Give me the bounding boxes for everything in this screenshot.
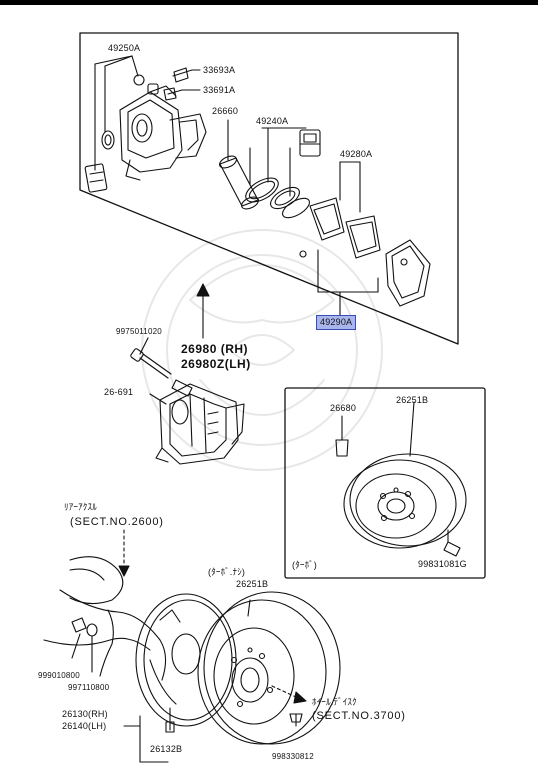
label-999010800: 999010800 — [38, 671, 80, 680]
wheel-disc-note-jp: ﾎｲｰﾙ.ﾃﾞｲｽｸ — [312, 697, 357, 707]
bleeder-screw — [163, 67, 193, 101]
label-49240A: 49240A — [256, 116, 289, 126]
header-rule — [0, 0, 538, 5]
turbo-inset-box — [284, 387, 486, 579]
lug-nut-999010800 — [71, 617, 87, 633]
wheel-disc-sect-ref[interactable]: (SECT.NO.3700) — [312, 710, 406, 722]
label-26132B: 26132B — [150, 744, 183, 754]
watermark-logo — [141, 229, 383, 471]
hub-bolt-turbo — [443, 529, 461, 557]
seal-kit-pad — [299, 129, 321, 157]
hub-bolt-26132B — [165, 707, 175, 733]
turbo-inset-note: (ﾀｰﾎﾞ) — [292, 560, 317, 570]
non-turbo-note: (ﾀｰﾎﾞ.ﾅｼ) — [208, 567, 246, 577]
leader-26251B-bottom — [247, 599, 251, 617]
turbo-rotor — [343, 453, 467, 549]
slide-pin-bolt — [130, 337, 193, 397]
rotor-screw-998330812 — [289, 713, 303, 727]
label-26251B-non-turbo: 26251B — [236, 579, 269, 589]
rear-axle-note-jp: ﾘｱｰｱｸｽﾙ — [64, 502, 97, 512]
label-26680: 26680 — [330, 403, 357, 413]
rear-rotor — [197, 591, 341, 745]
label-26251B-turbo: 26251B — [396, 395, 429, 405]
washer-997110800 — [86, 623, 98, 637]
label-26980-rh: 26980 (RH) — [181, 342, 249, 356]
label-49290A[interactable]: 49290A — [316, 315, 357, 330]
leader-26691 — [149, 393, 167, 405]
wheel-disc-arrow — [271, 685, 307, 704]
leader-49250A — [94, 55, 139, 171]
leader-49290A — [317, 249, 379, 317]
leader-49280A — [339, 161, 361, 213]
bleeder-cap — [133, 74, 145, 86]
rotor-screw-turbo — [335, 415, 349, 457]
assembly-arrow — [196, 283, 210, 339]
leader-49240A — [249, 127, 307, 197]
label-9975011020: 9975011020 — [116, 327, 162, 336]
label-998330812: 998330812 — [272, 752, 314, 761]
caliper-exploded-panel — [79, 32, 459, 345]
caliper-assembly — [155, 383, 245, 465]
retaining-ring — [281, 197, 311, 219]
pad-clip — [299, 250, 307, 258]
label-33691A: 33691A — [203, 85, 236, 95]
backing-plate — [135, 593, 237, 727]
pin-boot — [84, 163, 108, 193]
piston — [219, 155, 259, 210]
rear-axle-sect-ref[interactable]: (SECT.NO.2600) — [70, 516, 164, 528]
label-26140-lh: 26140(LH) — [62, 721, 107, 731]
label-99831081G: 99831081G — [418, 559, 467, 569]
label-49280A: 49280A — [340, 149, 373, 159]
anti-squeal-shim — [385, 239, 431, 307]
label-26660: 26660 — [212, 106, 239, 116]
label-26130-rh: 26130(RH) — [62, 709, 108, 719]
label-33693A: 33693A — [203, 65, 236, 75]
pin-bushing — [101, 130, 115, 150]
brake-pad-2 — [345, 215, 381, 259]
piston-seal — [245, 177, 279, 203]
label-26980z-lh: 26980Z(LH) — [181, 357, 251, 371]
label-26691: 26-691 — [104, 387, 134, 397]
caliper-body-top — [119, 83, 207, 181]
leader-26130-bracket — [123, 715, 169, 763]
brake-pad-1 — [309, 197, 345, 241]
label-49250A: 49250A — [108, 43, 141, 53]
rear-axle-arrow — [118, 529, 130, 577]
label-997110800: 997110800 — [68, 683, 110, 692]
